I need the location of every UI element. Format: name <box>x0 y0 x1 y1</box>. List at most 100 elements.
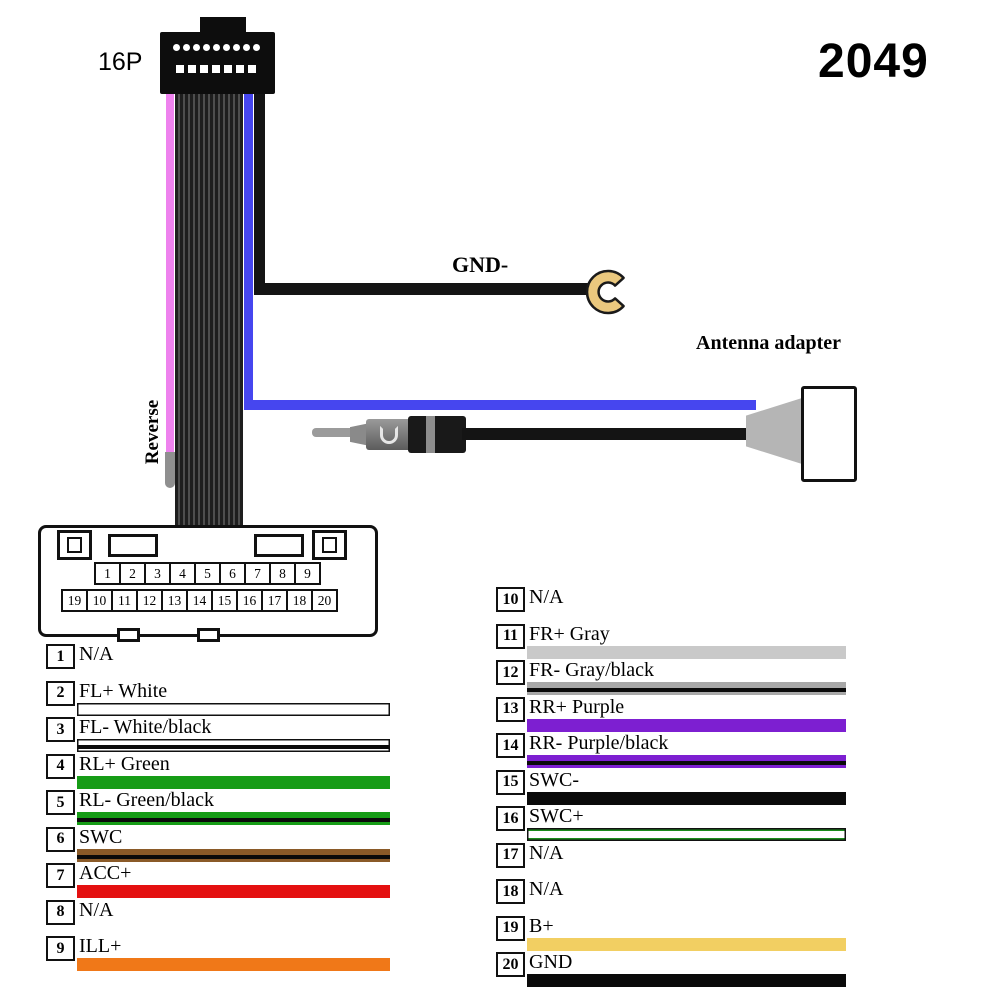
connector-latch-tab <box>200 17 246 33</box>
wire-color-bar <box>77 958 390 971</box>
wire-label: GND <box>529 951 573 973</box>
pin-number: 12 <box>496 660 525 685</box>
pin-20: 20 <box>311 589 338 612</box>
connector-pins-bottom <box>176 65 256 73</box>
pin-7: 7 <box>244 562 271 585</box>
antenna-plug-band <box>426 416 435 453</box>
pin-number: 20 <box>496 952 525 977</box>
wire-color-bar <box>527 718 846 732</box>
pin-number: 6 <box>46 826 75 852</box>
connector-slot-left <box>108 534 158 557</box>
pin-4: 4 <box>169 562 196 585</box>
connector-pin <box>248 65 256 73</box>
connector-pin <box>173 44 180 51</box>
wire-label: RL+ Green <box>79 752 170 775</box>
pin-1: 1 <box>94 562 121 585</box>
wire-color-bar <box>77 885 390 898</box>
pin-19: 19 <box>61 589 88 612</box>
wire-label: FR+ Gray <box>529 622 610 645</box>
wire-label: N/A <box>529 841 564 864</box>
pin-17: 17 <box>261 589 288 612</box>
wire-label: SWC- <box>529 768 579 791</box>
pin-14: 14 <box>186 589 213 612</box>
wire-color-bar <box>527 937 846 951</box>
connector-pin <box>183 44 190 51</box>
connector-keyway-right <box>312 530 347 560</box>
pin-number: 14 <box>496 733 525 758</box>
cable-bundle <box>175 90 243 526</box>
connector-pin <box>223 44 230 51</box>
pin-number: 19 <box>496 915 525 941</box>
wire-color-bar <box>527 645 846 659</box>
connector-pin <box>203 44 210 51</box>
antenna-plug-mark <box>380 426 398 444</box>
antenna-adapter-connector <box>801 386 857 482</box>
wire-color-bar <box>527 974 846 987</box>
pin-number: 2 <box>46 680 75 706</box>
antenna-wire <box>244 400 756 410</box>
pin-number: 17 <box>496 842 525 868</box>
wire-label: FL+ White <box>79 679 168 702</box>
reverse-label: Reverse <box>142 399 163 465</box>
connector-keyway-left <box>57 530 92 560</box>
ground-wire-vertical <box>254 92 265 295</box>
pin-16: 16 <box>236 589 263 612</box>
wire-label: N/A <box>79 643 114 665</box>
antenna-plug-cone <box>350 423 370 446</box>
head-unit-connector <box>160 17 275 94</box>
antenna-plug-grip <box>408 416 466 453</box>
antenna-adapter-label: Antenna adapter <box>696 332 842 354</box>
wire-label: ILL+ <box>79 935 122 957</box>
wire-label: FL- White/black <box>79 716 212 738</box>
pin-6: 6 <box>219 562 246 585</box>
pin-11: 11 <box>111 589 138 612</box>
connector-pin <box>213 44 220 51</box>
wire-color-bar <box>77 702 390 716</box>
pin-8: 8 <box>269 562 296 585</box>
connector-pins-top <box>173 44 260 51</box>
pin-2: 2 <box>119 562 146 585</box>
connector-pin <box>233 44 240 51</box>
keyway-inner-left <box>67 537 82 553</box>
connector-pin <box>212 65 220 73</box>
pin-5: 5 <box>194 562 221 585</box>
pin-number: 13 <box>496 696 525 722</box>
connector-pin <box>253 44 260 51</box>
wire-label: N/A <box>79 898 114 921</box>
ring-terminal-shape <box>585 269 625 315</box>
pin-number: 11 <box>496 623 525 649</box>
connector-pin <box>224 65 232 73</box>
connector-pin <box>236 65 244 73</box>
wire-label: RL- Green/black <box>79 789 214 811</box>
pin-number: 8 <box>46 899 75 925</box>
wire-color-bar <box>527 755 846 768</box>
pin-number: 4 <box>46 753 75 779</box>
ground-label: GND- <box>452 252 509 277</box>
wire-label: B+ <box>529 914 554 937</box>
connector-foot-right <box>197 628 220 642</box>
pin-10: 10 <box>86 589 113 612</box>
pin-number: 16 <box>496 806 525 831</box>
connector-foot-left <box>117 628 140 642</box>
wire-color-bar <box>527 682 846 695</box>
pin-18: 18 <box>286 589 313 612</box>
